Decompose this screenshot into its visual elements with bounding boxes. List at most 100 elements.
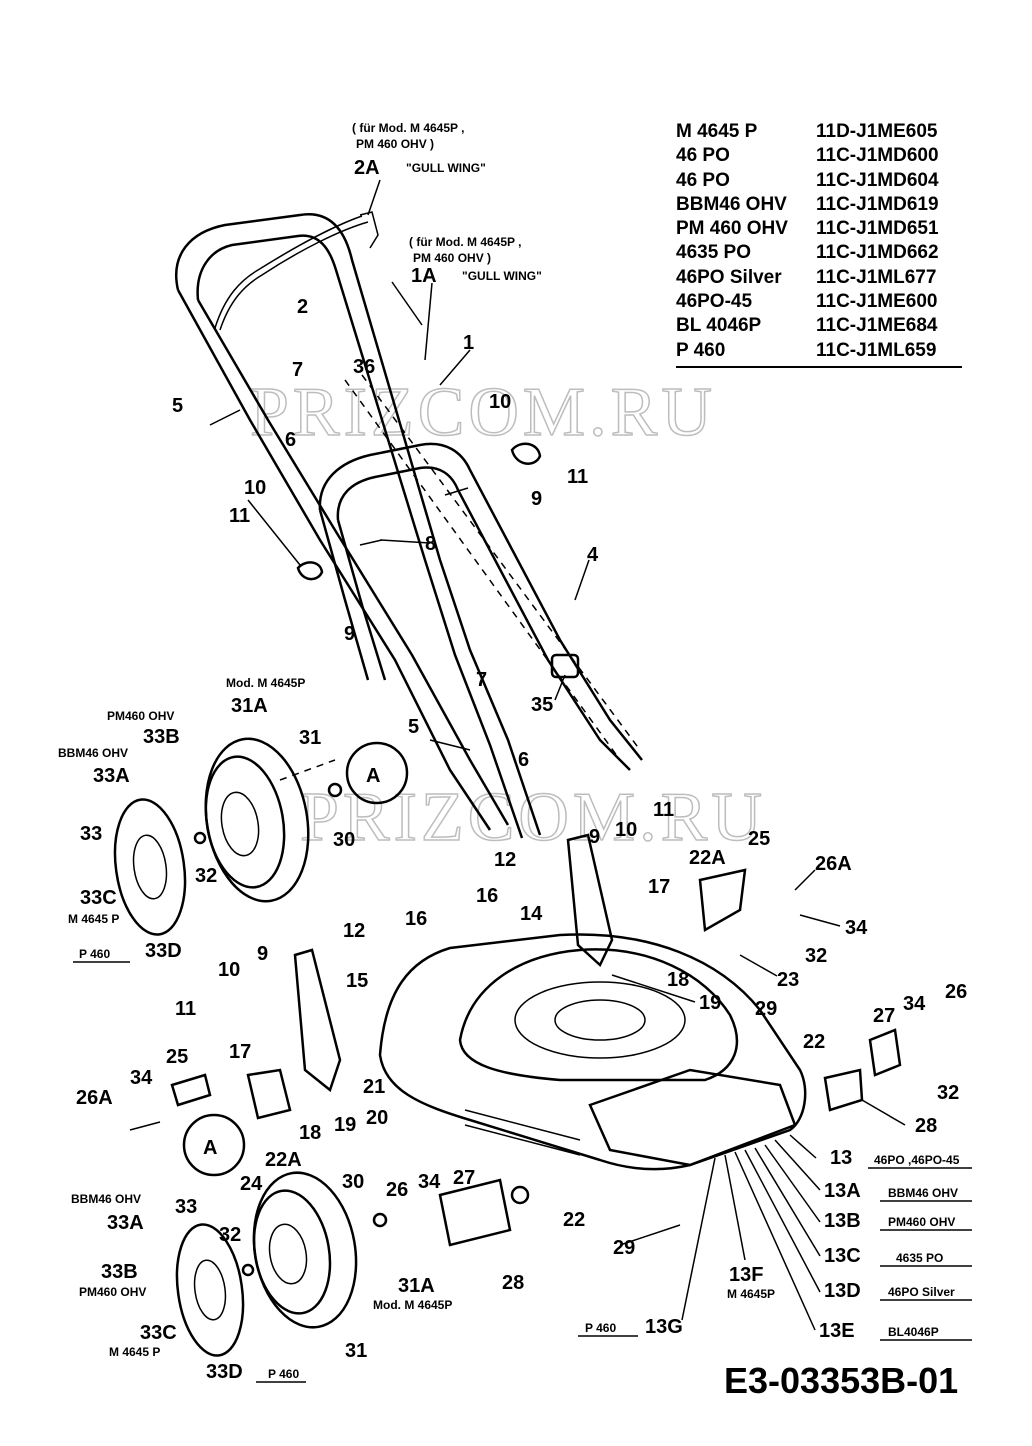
watermark-middle: PRIZCOM.RU [300,779,766,856]
label-28b: 28 [502,1272,524,1294]
label-17: 17 [648,876,670,898]
model-code: 11C-J1ME600 [816,291,938,313]
label-32-bottom: 32 [219,1224,241,1246]
label-19: 19 [699,992,721,1014]
label-33d: 33D [145,940,182,962]
note-gull-wing-1a: "GULL WING" [462,269,542,283]
label-30b: 30 [342,1171,364,1193]
note-13e: BL4046P [888,1325,939,1339]
model-name: BBM46 OHV [676,193,787,215]
hubcap-bottom [175,1223,245,1357]
note-pm460-bottom: PM460 OHV [79,1285,146,1299]
note-13f: M 4645P [727,1287,775,1301]
label-35: 35 [531,694,553,716]
label-32b: 32 [805,945,827,967]
label-9b: 9 [344,623,355,645]
label-10c: 10 [615,819,637,841]
label-33a: 33A [93,765,130,787]
label-7: 7 [292,359,303,381]
label-31a: 31A [231,695,268,717]
label-15: 15 [346,970,368,992]
note-for-mod-2a: ( für Mod. M 4645P , [352,121,464,135]
callout-a-label: A [203,1137,217,1159]
label-1a: 1A [411,265,437,287]
label-17b: 17 [229,1041,251,1063]
note-gull-wing-2a: "GULL WING" [406,161,486,175]
label-12: 12 [494,849,516,871]
label-4: 4 [587,544,599,566]
model-name: M 4645 P [676,121,758,142]
label-32c: 32 [937,1082,959,1104]
label-16: 16 [476,885,498,907]
label-11c: 11 [653,799,674,821]
model-code: 11C-J1MD619 [816,193,939,215]
height-adjuster-right [438,833,902,1247]
label-6b: 6 [518,749,529,771]
model-name: 46 PO [676,169,730,191]
note-for-mod-1a-2: PM 460 OHV ) [413,251,491,265]
model-code: 11C-J1ML659 [816,339,937,361]
label-22a: 22A [689,847,726,869]
label-13a: 13A [824,1180,861,1202]
label-2a: 2A [354,157,380,179]
label-26a-left: 26A [76,1087,113,1109]
label-30: 30 [333,829,355,851]
model-name: 46PO Silver [676,266,782,288]
note-m4645-bottom: M 4645 P [109,1345,160,1359]
note-p460: P 460 [79,947,110,961]
label-14: 14 [520,903,543,925]
label-26: 26 [945,981,967,1003]
note-p460-bottom: P 460 [268,1367,299,1381]
label-26a: 26A [815,853,852,875]
washer-30-bottom [372,1212,388,1228]
label-18b: 18 [299,1122,321,1144]
note-13b: PM460 OHV [888,1215,955,1229]
label-26b: 26 [386,1179,408,1201]
callout-a-top: A [345,741,409,805]
label-16b: 16 [405,908,427,930]
label-2: 2 [297,296,308,318]
label-33a-bottom: 33A [107,1212,144,1234]
label-19b: 19 [334,1114,356,1136]
model-code: 11C-J1MD604 [816,169,939,191]
wheel-top [204,737,336,903]
height-adjuster-left [129,948,342,1131]
model-row: 4635 PO 11C-J1MD662 [676,241,962,265]
knob-11-right [510,442,542,465]
model-row: BBM46 OHV 11C-J1MD619 [676,193,962,217]
hubcap-top [113,798,187,936]
note-mod-31a-bottom: Mod. M 4645P [373,1298,452,1312]
label-27b: 27 [453,1167,475,1189]
note-13g: P 460 [585,1321,616,1335]
label-11b: 11 [229,505,250,527]
label-7b: 7 [476,669,487,691]
note-mod-31a: Mod. M 4645P [226,676,305,690]
note-13d: 46PO Silver [888,1285,955,1299]
callout-a-label: A [366,765,380,787]
label-33c-bottom: 33C [140,1322,177,1344]
washer-30-top [327,782,343,798]
model-name: BL 4046P [676,315,762,337]
label-9d: 9 [257,943,268,965]
label-13g: 13G [645,1316,683,1338]
label-34b: 34 [903,993,926,1015]
model-name: 4635 PO [676,242,751,264]
label-18: 18 [667,969,689,991]
label-10b: 10 [244,477,266,499]
label-27: 27 [873,1005,895,1027]
label-11d: 11 [175,998,196,1020]
note-for-mod-2a-2: PM 460 OHV ) [356,137,434,151]
label-8: 8 [425,533,436,555]
label-13f: 13F [729,1264,763,1286]
nut-32-top [193,831,207,845]
label-22a-left: 22A [265,1149,302,1171]
label-5b: 5 [408,716,419,738]
model-code: 11C-J1MD662 [816,242,939,264]
